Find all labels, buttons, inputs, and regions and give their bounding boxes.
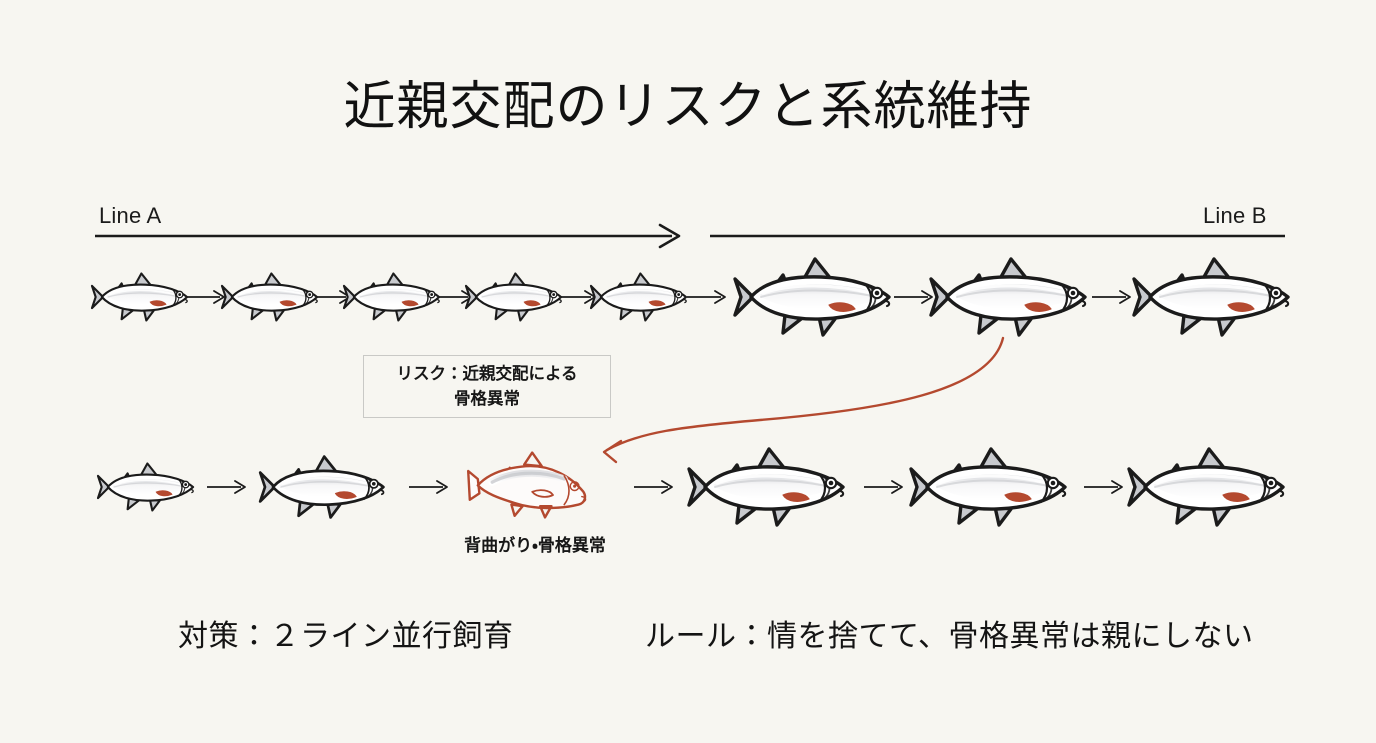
generation-arrow (184, 287, 230, 307)
fish-normal (90, 269, 195, 326)
fish-normal (685, 441, 855, 533)
fish-normal (1130, 251, 1300, 343)
generation-arrow (632, 477, 678, 497)
fish-normal (220, 269, 325, 326)
risk-callout-line1: リスク：近親交配による (396, 364, 578, 383)
fish-normal (96, 459, 201, 516)
generation-arrow (862, 477, 908, 497)
fish-normal (589, 269, 694, 326)
generation-arrow (1090, 287, 1136, 307)
risk-callout-line2: 骨格異常 (454, 389, 520, 408)
generation-arrow (892, 287, 938, 307)
generation-arrow (1082, 477, 1128, 497)
generation-arrow (685, 287, 731, 307)
risk-callout-box: リスク：近親交配による 骨格異常 (363, 355, 611, 418)
fish-normal (927, 251, 1097, 343)
deformed-fish-caption: 背曲がり・骨格異常 (464, 536, 606, 555)
generation-arrow (205, 477, 251, 497)
footer-measure-text: 対策：２ライン並行飼育 (178, 620, 514, 653)
footer-rule-text: ルール：情を捨てて、骨格異常は親にしない (645, 620, 1254, 653)
fish-normal (1125, 441, 1295, 533)
fish-normal (257, 450, 393, 524)
page-title: 近親交配のリスクと系統維持 (343, 79, 1033, 136)
fish-normal (731, 251, 901, 343)
fish-normal (907, 441, 1077, 533)
fish-normal (464, 269, 569, 326)
line-b-label: Line B (1203, 203, 1267, 228)
line-a-arrowhead (658, 223, 681, 249)
line-a-label: Line A (99, 203, 162, 228)
fish-deformed (465, 450, 601, 524)
fish-normal (342, 269, 447, 326)
generation-arrow (407, 477, 453, 497)
